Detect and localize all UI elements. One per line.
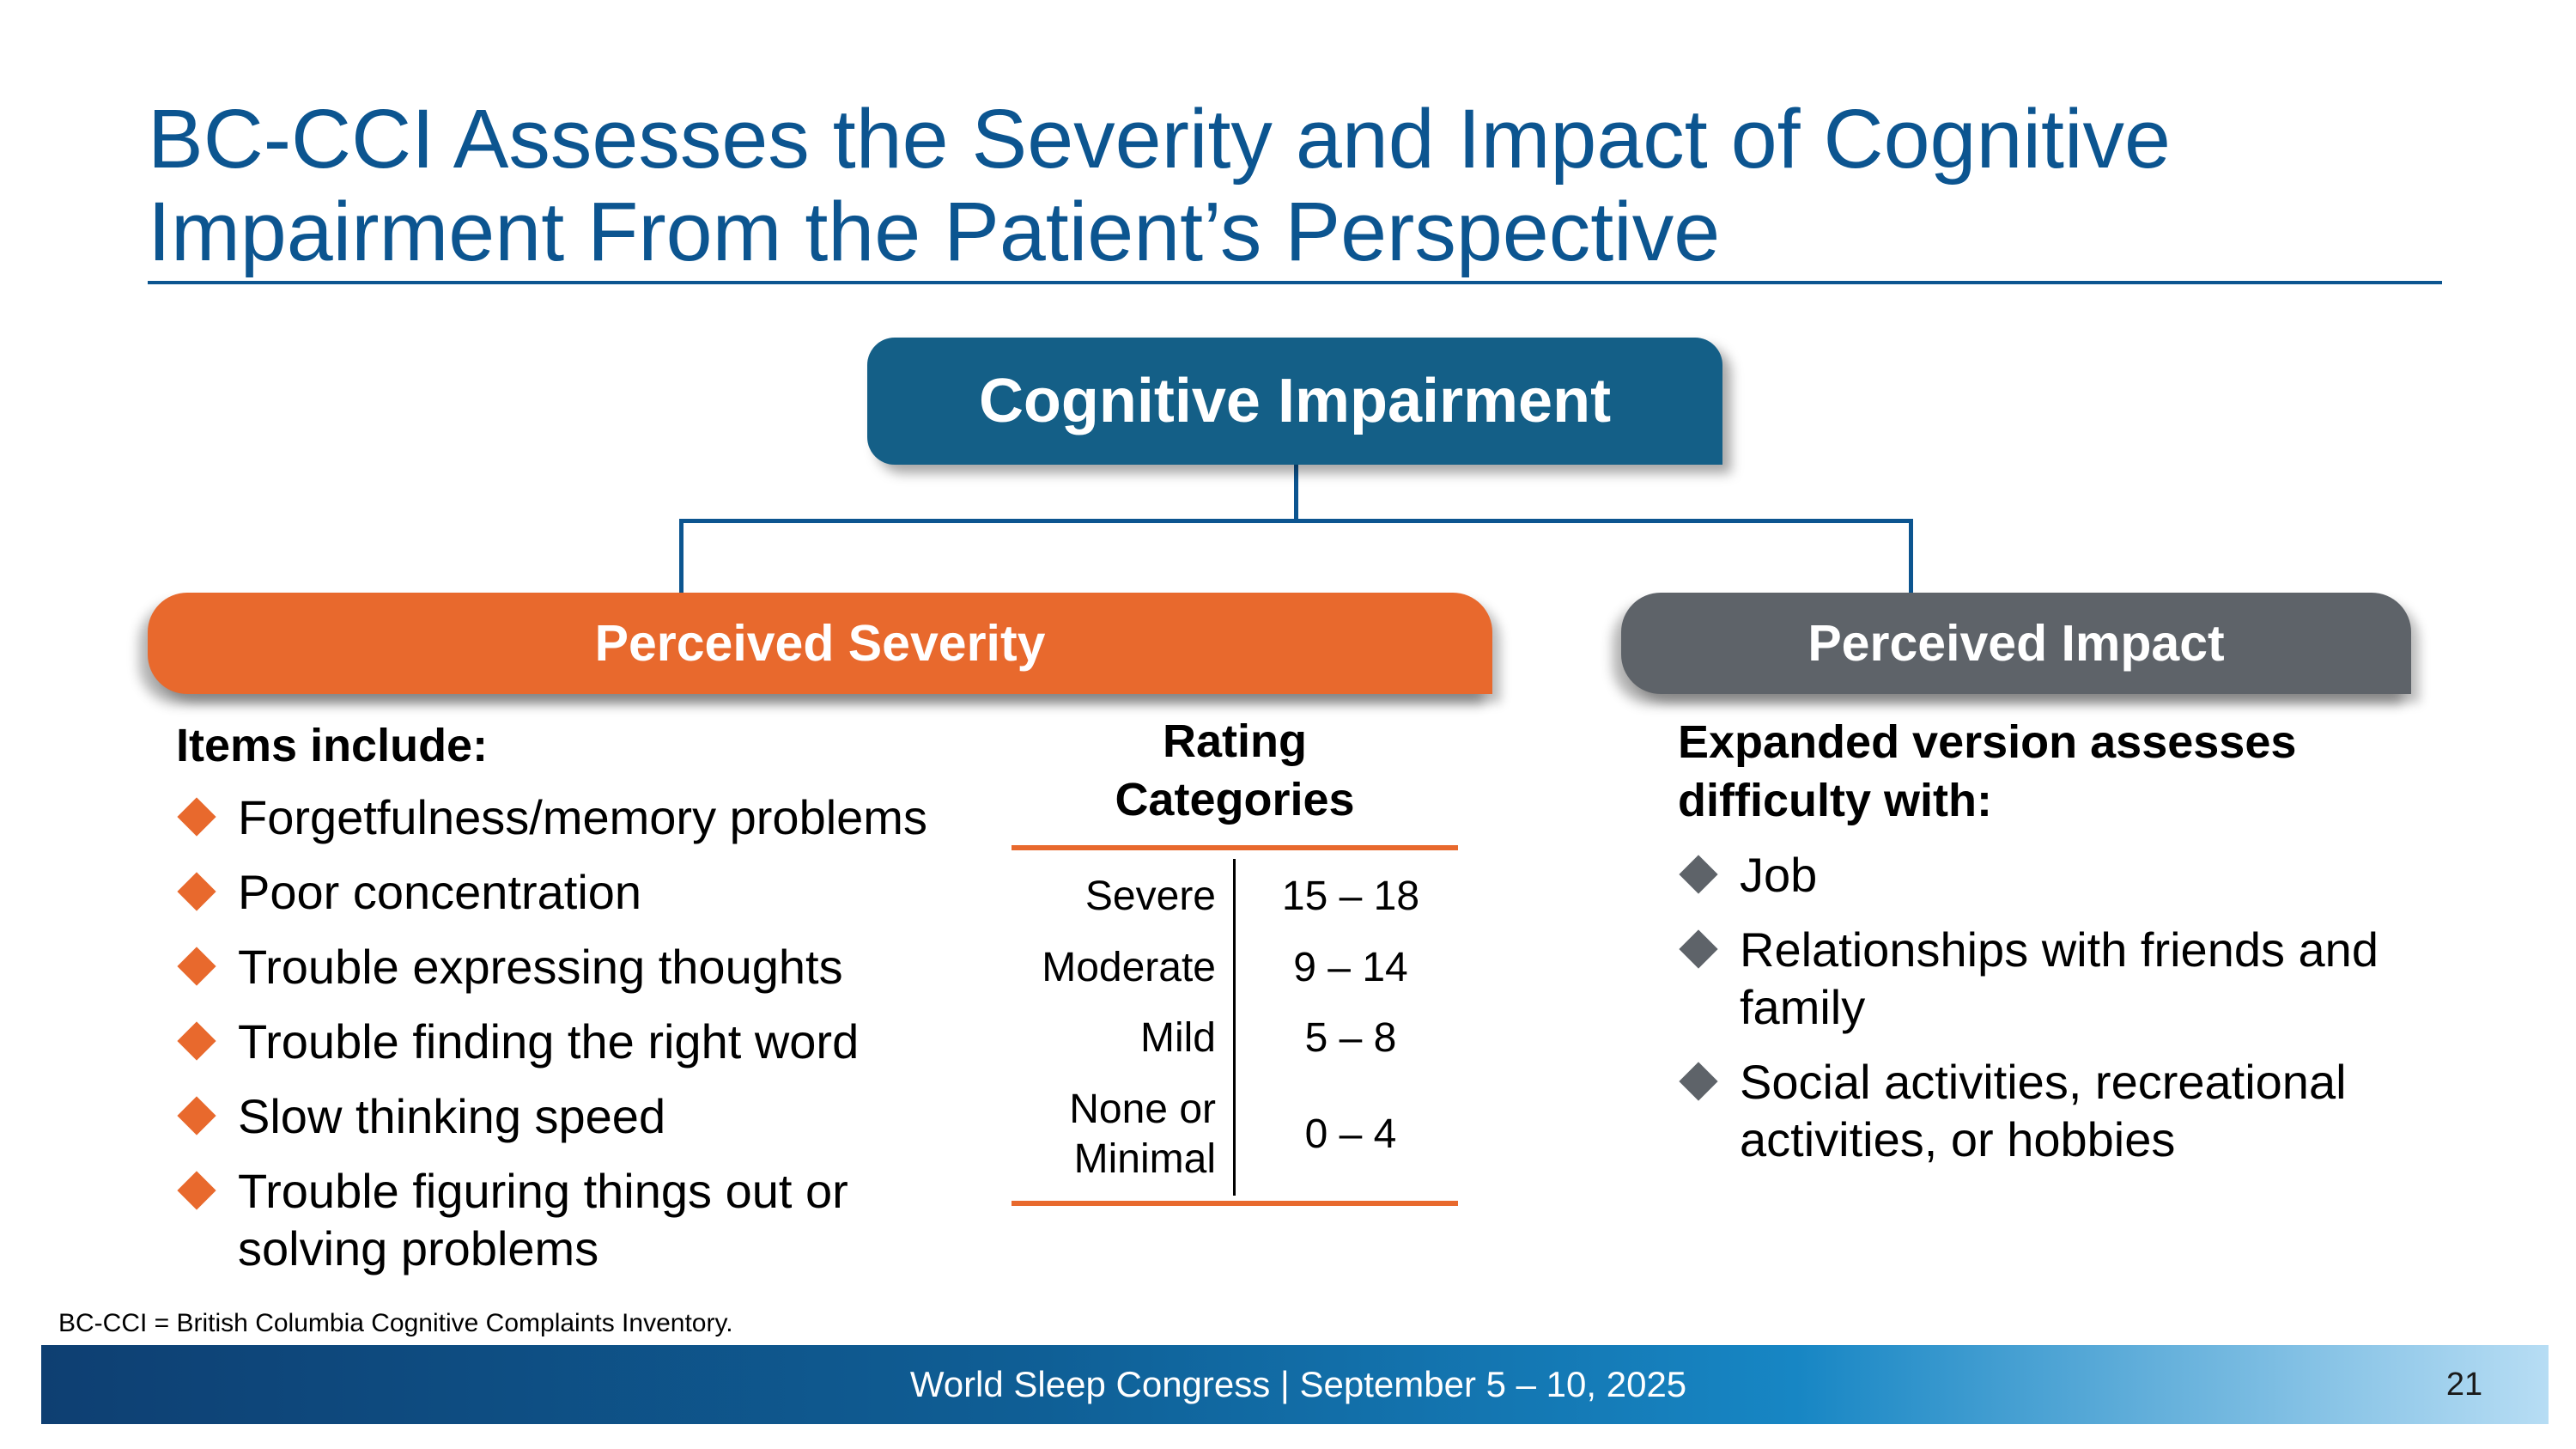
list-item: Trouble figuring things out or solving p…	[176, 1162, 856, 1277]
slide-title-line-2: Impairment From the Patient’s Perspectiv…	[148, 185, 1721, 278]
rating-category-mild: Mild	[1139, 1015, 1216, 1061]
rating-category-moderate: Moderate	[1042, 945, 1216, 990]
diamond-bullet-icon	[177, 1171, 216, 1210]
cognitive-impairment-box: Cognitive Impairment	[867, 338, 1722, 465]
diamond-bullet-icon	[177, 872, 216, 911]
rating-table-divider	[1233, 859, 1236, 1196]
footer-text: World Sleep Congress | September 5 – 10,…	[909, 1364, 1687, 1404]
diamond-bullet-icon	[177, 1096, 216, 1135]
rating-categories-title: Rating Categories	[1012, 712, 1458, 829]
connector-right-drop	[1909, 519, 1913, 594]
list-item: Trouble finding the right word	[176, 1013, 966, 1070]
diamond-bullet-icon	[177, 797, 216, 837]
perceived-impact-box: Perceived Impact	[1621, 593, 2411, 694]
rating-range-none-or-minimal: 0 – 4	[1304, 1111, 1397, 1157]
impact-items-list: Job Relationships with friends and famil…	[1678, 846, 2416, 1185]
rating-category-none-or-minimal: None or Minimal	[1013, 1085, 1216, 1184]
rating-title-line-1: Rating	[1163, 715, 1307, 767]
list-item: Forgetfulness/memory problems	[176, 788, 966, 846]
slide-title: BC-CCI Assesses the Severity and Impact …	[148, 93, 2466, 278]
slide-title-line-1: BC-CCI Assesses the Severity and Impact …	[148, 92, 2171, 186]
impact-header: Expanded version assesses difficulty wit…	[1678, 716, 2297, 826]
list-item: Job	[1678, 846, 2416, 904]
title-underline	[148, 281, 2442, 284]
diamond-bullet-icon	[1679, 1062, 1718, 1101]
severity-items-header: Items include:	[176, 720, 489, 771]
rating-category-none-line-2: Minimal	[1073, 1136, 1216, 1182]
perceived-impact-label: Perceived Impact	[1807, 615, 2225, 672]
diamond-bullet-icon	[177, 947, 216, 986]
rating-range-moderate: 9 – 14	[1293, 945, 1408, 990]
rating-table-top-rule	[1012, 845, 1458, 850]
diamond-bullet-icon	[177, 1021, 216, 1061]
diamond-bullet-icon	[1679, 855, 1718, 894]
rating-title-line-2: Categories	[1115, 774, 1355, 825]
connector-left-drop	[679, 519, 683, 594]
connector-horizontal	[679, 519, 1913, 523]
rating-category-none-line-1: None or	[1069, 1087, 1216, 1132]
rating-range-mild: 5 – 8	[1304, 1015, 1397, 1061]
list-item: Relationships with friends and family	[1678, 921, 2416, 1036]
list-item: Trouble expressing thoughts	[176, 938, 966, 995]
rating-category-severe: Severe	[1084, 874, 1216, 919]
perceived-severity-box: Perceived Severity	[148, 593, 1492, 694]
cognitive-impairment-label: Cognitive Impairment	[978, 367, 1612, 435]
list-item: Poor concentration	[176, 863, 966, 921]
abbreviation-footnote: BC-CCI = British Columbia Cognitive Comp…	[58, 1309, 733, 1337]
list-item: Social activities, recreational activiti…	[1678, 1053, 2416, 1168]
rating-range-severe: 15 – 18	[1281, 874, 1420, 919]
page-number: 21	[2445, 1367, 2483, 1403]
perceived-severity-label: Perceived Severity	[594, 615, 1046, 672]
footer-bar	[41, 1345, 2549, 1424]
severity-items-list: Forgetfulness/memory problems Poor conce…	[176, 788, 966, 1294]
list-item: Slow thinking speed	[176, 1087, 966, 1145]
rating-table-bottom-rule	[1012, 1201, 1458, 1206]
diamond-bullet-icon	[1679, 929, 1718, 969]
